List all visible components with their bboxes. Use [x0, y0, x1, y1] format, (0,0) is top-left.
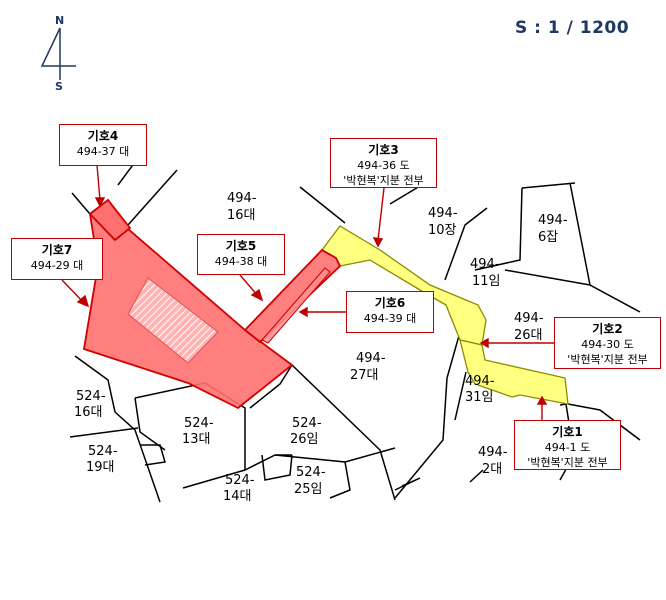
callout-line: 494-37 대 — [76, 145, 130, 158]
callout-arrows — [61, 164, 556, 420]
map-scale: S : 1 / 1200 — [515, 18, 630, 38]
callout-line: 494-30 도 — [581, 338, 634, 351]
callout-line: '박현복'지분 전부 — [527, 456, 608, 469]
callout-6: 기호6 494-39 대 — [346, 291, 434, 333]
lot-label: 524- — [296, 465, 326, 480]
lot-label: 524- — [225, 473, 255, 488]
lot-label: 494- — [227, 191, 257, 206]
lot-label: 16대 — [74, 405, 103, 420]
lot-label: 524- — [184, 416, 214, 431]
lot-label: 494- — [538, 213, 568, 228]
callout-title: 기호2 — [592, 322, 623, 336]
callout-line: 494-38 대 — [214, 255, 268, 268]
lot-label: 494- — [465, 374, 495, 389]
callout-2: 기호2 494-30 도 '박현복'지분 전부 — [554, 317, 661, 369]
compass-north: N — [55, 14, 64, 27]
lot-label: 11임 — [472, 274, 501, 289]
callout-line: 494-39 대 — [363, 312, 417, 325]
lot-label: 25임 — [294, 482, 323, 497]
compass-south: S — [55, 80, 63, 93]
lot-label: 494- — [470, 257, 500, 272]
callout-title: 기호5 — [225, 239, 257, 253]
parcel-4 — [88, 198, 132, 242]
callout-title: 기호6 — [374, 296, 406, 310]
lot-label: 27대 — [350, 368, 379, 383]
callout-5: 기호5 494-38 대 — [197, 234, 285, 275]
lot-label: 19대 — [86, 460, 115, 475]
lot-label: 524- — [76, 389, 106, 404]
lot-label: 2대 — [482, 462, 502, 477]
callout-line: 494-29 대 — [30, 259, 84, 272]
callout-line: 494-1 도 — [544, 441, 591, 454]
owned-parcels — [82, 198, 342, 410]
callout-title: 기호1 — [552, 425, 583, 439]
lot-label: 10장 — [428, 223, 457, 238]
callout-line: '박현복'지분 전부 — [567, 353, 648, 366]
callout-line: '박현복'지분 전부 — [343, 174, 424, 187]
parcel-5-6 — [243, 248, 342, 344]
lot-label: 494- — [428, 206, 458, 221]
lot-label: 13대 — [182, 432, 211, 447]
callout-title: 기호7 — [41, 243, 73, 257]
callout-line: 494-36 도 — [357, 159, 410, 172]
callout-title: 기호4 — [87, 129, 119, 143]
north-arrow-icon — [40, 27, 76, 80]
lot-label: 14대 — [223, 489, 252, 504]
callout-4: 기호4 494-37 대 — [59, 124, 147, 166]
lot-label: 6잡 — [538, 230, 558, 245]
callout-1: 기호1 494-1 도 '박현복'지분 전부 — [514, 420, 621, 470]
lot-label: 26임 — [290, 432, 319, 447]
lot-label: 494- — [356, 351, 386, 366]
building-hatch — [127, 277, 219, 364]
callout-title: 기호3 — [368, 143, 399, 157]
lot-labels: 494- 16대 494- 10장 494- 6잡 494- 11임 494- … — [74, 191, 568, 504]
lot-label: 26대 — [514, 328, 543, 343]
callout-3: 기호3 494-36 도 '박현복'지분 전부 — [330, 138, 437, 188]
lot-label: 494- — [514, 311, 544, 326]
lot-label: 494- — [478, 445, 508, 460]
lot-label: 524- — [292, 416, 322, 431]
lot-label: 16대 — [227, 208, 256, 223]
lot-label: 31임 — [465, 390, 494, 405]
lot-label: 524- — [88, 444, 118, 459]
callout-7: 기호7 494-29 대 — [11, 238, 103, 280]
